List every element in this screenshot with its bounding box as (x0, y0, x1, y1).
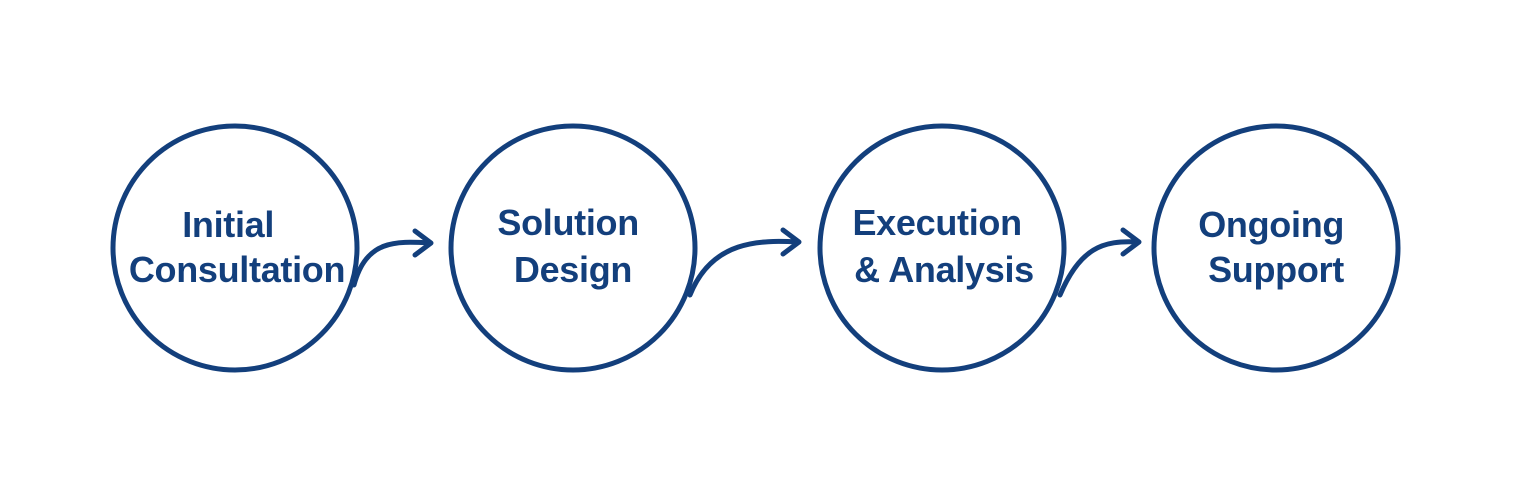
step-circle (110, 123, 360, 373)
step-initial-consultation: Initial Consultation (110, 123, 360, 373)
svg-text:Ongoing Support: Ongoing Support (1198, 204, 1354, 290)
arrow-right-icon (412, 228, 434, 258)
step-execution-analysis: Execution & Analysis (817, 123, 1067, 373)
svg-text:Execution & Analysis: Execution & Analysis (852, 202, 1033, 290)
connector-execution-to-ongoing (1057, 227, 1142, 298)
step-label-line-1: Execution (852, 202, 1021, 243)
step-circle (817, 123, 1067, 373)
step-label-line-2: & Analysis (854, 249, 1034, 290)
connector-solution-to-execution (687, 227, 802, 298)
step-label-line-2: Support (1208, 249, 1344, 290)
arrow-right-icon (780, 227, 802, 257)
step-label-line-1: Initial (182, 204, 274, 245)
svg-text:Initial Consultation: Initial Consultation (129, 204, 345, 290)
step-ongoing-support: Ongoing Support (1151, 123, 1401, 373)
connector-line (1057, 239, 1141, 298)
step-label-line-2: Consultation (129, 249, 345, 290)
connector-line (351, 239, 433, 288)
connector-initial-to-solution (351, 228, 434, 288)
step-circle (1151, 123, 1401, 373)
step-label-line-1: Ongoing (1198, 204, 1344, 245)
connector-line (687, 238, 801, 298)
step-label-line-1: Solution (497, 202, 639, 243)
arrow-right-icon (1120, 227, 1142, 257)
svg-text:Solution Design: Solution Design (497, 202, 648, 290)
step-label-line-2: Design (514, 249, 632, 290)
step-circle (448, 123, 698, 373)
step-solution-design: Solution Design (448, 123, 698, 373)
